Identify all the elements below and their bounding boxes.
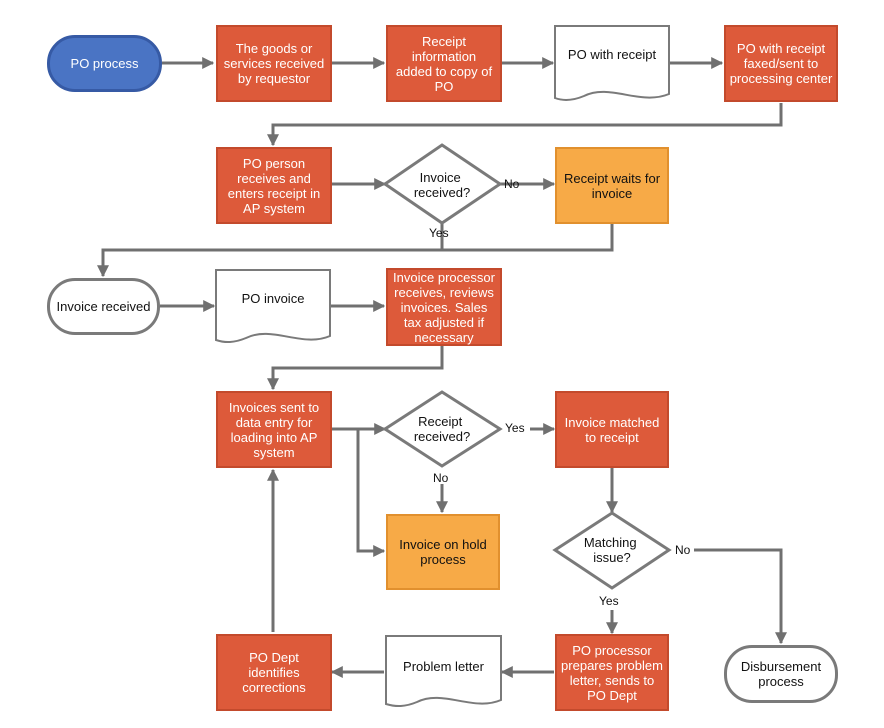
step-invoice-on-hold-label: Invoice on hold process <box>399 537 487 567</box>
edge-label-no-matching: No <box>675 543 691 557</box>
decision-invoice-received <box>382 143 503 225</box>
edge-label-no-receipt: No <box>433 471 449 485</box>
decision1-line2: received? <box>414 185 470 200</box>
step-po-dept: PO Dept identifies corrections <box>216 634 332 711</box>
edge-invoices-sent-to-on-hold <box>356 429 386 557</box>
decision1-line1: Invoice <box>420 170 461 185</box>
start-po-process: PO process <box>47 35 162 92</box>
edge-decision3-no <box>694 548 787 645</box>
decision-matching-issue <box>552 511 672 590</box>
decision3-line1: Matching <box>584 535 637 550</box>
po-invoice-shape <box>215 269 331 344</box>
step-invoice-processor: Invoice processor receives, reviews invo… <box>386 268 502 346</box>
decision3-line2: issue? <box>593 550 631 565</box>
doc-problem-letter: Problem letter <box>386 646 501 686</box>
decision2-line2: received? <box>414 429 470 444</box>
doc-po-invoice-label: PO invoice <box>241 290 305 306</box>
problem-letter-shape <box>385 635 502 708</box>
edge-label-yes-invoice: Yes <box>429 226 449 240</box>
step-receipt-waits: Receipt waits for invoice <box>555 147 669 224</box>
svg-text:Receipt received?: Receipt received? <box>414 414 470 444</box>
edge-label-no-invoice: No <box>504 177 520 191</box>
terminal-invoice-received: Invoice received <box>47 278 160 335</box>
edge-faxed-to-po-person <box>267 103 783 147</box>
terminal-invoice-received-label: Invoice received <box>56 299 151 314</box>
step-receipt-info-label: Receipt information added to copy of PO <box>395 33 493 94</box>
step-po-person-label: PO person receives and enters receipt in… <box>227 155 321 216</box>
step-goods-received-label: The goods or services received by reques… <box>223 41 325 86</box>
svg-text:Invoice received?: Invoice received? <box>414 170 470 200</box>
step-invoice-on-hold: Invoice on hold process <box>386 514 500 590</box>
step-invoice-matched-label: Invoice matched to receipt <box>564 414 660 445</box>
po-with-receipt-shape <box>554 25 670 102</box>
edge-waits-to-invoice-received <box>97 224 614 278</box>
start-label: PO process <box>70 56 139 71</box>
edge-label-yes-matching: Yes <box>599 594 619 608</box>
step-receipt-waits-label: Receipt waits for invoice <box>563 170 661 201</box>
step-receipt-info: Receipt information added to copy of PO <box>386 25 502 102</box>
doc-problem-letter-label: Problem letter <box>403 658 484 674</box>
terminal-disbursement: Disbursement process <box>724 645 838 703</box>
edge-processor-to-invoices-sent <box>267 346 444 391</box>
step-invoice-matched: Invoice matched to receipt <box>555 391 669 468</box>
step-invoices-sent-label: Invoices sent to data entry for loading … <box>228 399 320 460</box>
step-po-faxed-label: PO with receipt faxed/sent to processing… <box>729 41 833 86</box>
step-goods-received: The goods or services received by reques… <box>216 25 332 102</box>
step-po-person: PO person receives and enters receipt in… <box>216 147 332 224</box>
decision2-line1: Receipt <box>418 414 462 429</box>
doc-po-with-receipt: PO with receipt <box>555 34 669 74</box>
step-po-faxed: PO with receipt faxed/sent to processing… <box>724 25 838 102</box>
decision-receipt-received <box>382 390 503 468</box>
step-invoices-sent: Invoices sent to data entry for loading … <box>216 391 332 468</box>
edge-label-yes-receipt: Yes <box>505 421 525 435</box>
step-po-processor: PO processor prepares problem letter, se… <box>555 634 669 711</box>
step-po-processor-label: PO processor prepares problem letter, se… <box>561 642 663 703</box>
terminal-disbursement-label: Disbursement process <box>740 659 822 689</box>
doc-po-with-receipt-label: PO with receipt <box>567 46 657 62</box>
svg-text:Matching issue?: Matching issue? <box>584 535 640 565</box>
doc-po-invoice: PO invoice <box>216 278 330 318</box>
step-po-dept-label: PO Dept identifies corrections <box>242 650 306 695</box>
step-invoice-processor-label: Invoice processor receives, reviews invo… <box>393 269 495 345</box>
